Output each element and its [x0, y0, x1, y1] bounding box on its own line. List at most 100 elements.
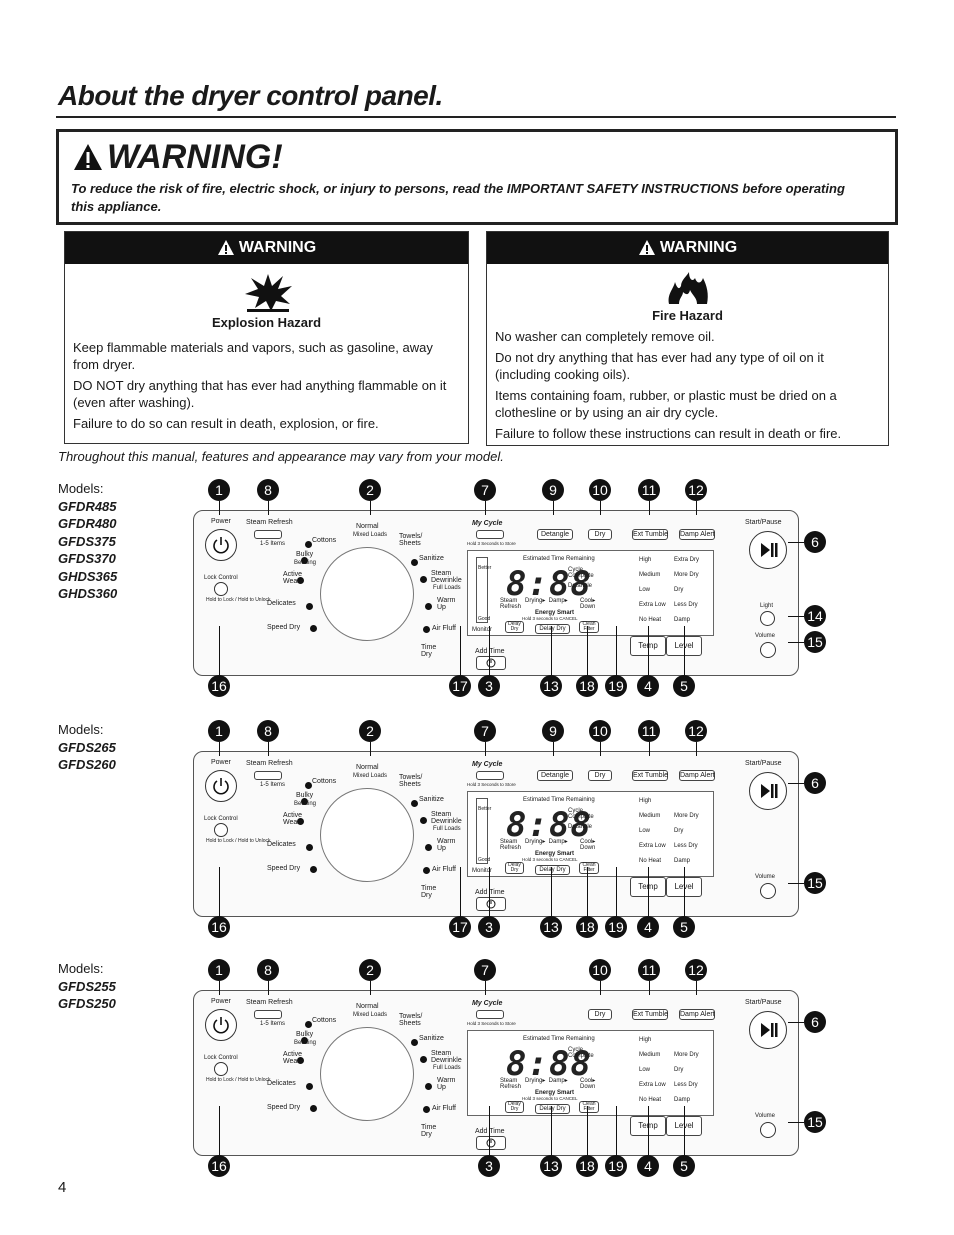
callout-number: 2	[359, 479, 381, 501]
lock-hold-text: Hold to Lock / Hold to Unlock	[206, 597, 271, 603]
lock-control-button[interactable]	[214, 582, 228, 596]
steam-items-label: 1-5 Items	[260, 541, 286, 547]
leader-line	[219, 867, 220, 916]
leader-line	[551, 867, 552, 916]
active-wear-label: Active Wear	[283, 812, 303, 826]
cycle-dot	[301, 798, 308, 805]
add-time-button[interactable]	[476, 656, 506, 670]
callout-number: 1	[208, 959, 230, 981]
cycle-dot	[305, 1021, 312, 1028]
towels-label: Towels/ Sheets	[399, 1013, 423, 1027]
delay-dry-small-button[interactable]: Delay Dry	[505, 1101, 524, 1113]
power-button[interactable]	[205, 529, 237, 561]
steam-refresh-indicator: Steam Refresh	[500, 839, 522, 851]
warning-triangle-icon	[638, 240, 655, 255]
leader-line	[219, 501, 220, 515]
mixed-loads-label: Mixed Loads	[353, 532, 388, 538]
volume-button[interactable]	[760, 642, 776, 658]
detangle-indicator: Detangle	[568, 824, 593, 830]
my-cycle-button[interactable]	[476, 530, 504, 539]
light-button[interactable]	[760, 611, 775, 626]
callout-number: 5	[673, 1155, 695, 1177]
level-button[interactable]: Level	[666, 1116, 702, 1136]
level-button[interactable]: Level	[666, 636, 702, 656]
main-warning-box: WARNING! To reduce the risk of fire, ele…	[56, 129, 898, 225]
power-button[interactable]	[205, 770, 237, 802]
start-pause-button[interactable]	[749, 772, 787, 810]
callout-number: 8	[257, 479, 279, 501]
energy-smart-label: Energy Smart	[535, 851, 575, 857]
callout-number: 18	[576, 916, 598, 938]
light-label: Light	[760, 603, 774, 609]
fire-warning-text: No washer can completely remove oil. Do …	[495, 328, 880, 446]
temp-button[interactable]: Temp	[630, 1116, 666, 1136]
cycle-dot	[306, 844, 313, 851]
callout-number: 18	[576, 675, 598, 697]
dryness-monitor-bar	[476, 798, 488, 864]
cycle-knob[interactable]	[320, 788, 414, 882]
leader-line	[788, 783, 804, 784]
leader-line	[788, 616, 804, 617]
warning-triangle-icon	[74, 144, 102, 170]
lock-control-label: Lock Control	[204, 575, 238, 581]
lock-hold-text: Hold to Lock / Hold to Unlock	[206, 1077, 271, 1083]
cycle-dot	[425, 1083, 432, 1090]
leader-line	[370, 742, 371, 756]
play-pause-icon	[761, 784, 778, 798]
clean-filter-indicator: Clean Filter	[579, 621, 599, 633]
cycle-dot	[297, 1057, 304, 1064]
callout-number: 13	[540, 675, 562, 697]
temp-button[interactable]: Temp	[630, 636, 666, 656]
lock-hold-text: Hold to Lock / Hold to Unlock	[206, 838, 271, 844]
volume-button[interactable]	[760, 883, 776, 899]
leader-line	[460, 867, 461, 916]
leader-line	[553, 742, 554, 756]
delay-dry-button[interactable]: Delay Dry	[535, 865, 570, 875]
time-dry-label: Time Dry	[421, 1124, 437, 1138]
delay-dry-small-button[interactable]: Delay Dry	[505, 621, 524, 633]
steam-items-label: 1-5 Items	[260, 782, 286, 788]
steam-refresh-button[interactable]	[254, 771, 282, 780]
callout-number: 4	[637, 675, 659, 697]
delay-dry-button[interactable]: Delay Dry	[535, 624, 570, 634]
cycle-knob[interactable]	[320, 1027, 414, 1121]
leader-line	[219, 1106, 220, 1155]
callout-number: 15	[804, 1111, 826, 1133]
callout-number: 10	[589, 720, 611, 742]
volume-button[interactable]	[760, 1122, 776, 1138]
power-button[interactable]	[205, 1009, 237, 1041]
add-time-button[interactable]	[476, 1136, 506, 1150]
start-pause-button[interactable]	[749, 1011, 787, 1049]
detangle-button: Detangle	[537, 529, 573, 540]
lock-control-button[interactable]	[214, 823, 228, 837]
energy-smart-label: Energy Smart	[535, 1090, 575, 1096]
steam-refresh-button[interactable]	[254, 1010, 282, 1019]
temp-button[interactable]: Temp	[630, 877, 666, 897]
cycle-dot	[306, 603, 313, 610]
lock-control-button[interactable]	[214, 1062, 228, 1076]
ext-tumble-button: Ext Tumble	[632, 529, 669, 540]
cycle-knob[interactable]	[320, 547, 414, 641]
digits-readout: 8:88	[506, 805, 592, 845]
leader-line	[485, 981, 486, 995]
my-cycle-button[interactable]	[476, 1010, 504, 1019]
start-pause-button[interactable]	[749, 531, 787, 569]
level-option: More Dry	[674, 1052, 699, 1058]
steam-refresh-button[interactable]	[254, 530, 282, 539]
leader-line	[485, 501, 486, 515]
edry-button: Dry	[588, 529, 612, 540]
explosion-paragraph: Failure to do so can result in death, ex…	[73, 416, 379, 431]
add-time-button[interactable]	[476, 897, 506, 911]
steam-refresh-indicator: Steam Refresh	[500, 1078, 522, 1090]
temp-option: Medium	[639, 1052, 661, 1058]
full-loads-label: Full Loads	[433, 585, 461, 591]
delay-dry-small-button[interactable]: Delay Dry	[505, 862, 524, 874]
level-button[interactable]: Level	[666, 877, 702, 897]
delicates-label: Delicates	[267, 841, 296, 848]
my-cycle-button[interactable]	[476, 771, 504, 780]
callout-number: 12	[685, 720, 707, 742]
delay-dry-button[interactable]: Delay Dry	[535, 1104, 570, 1114]
explosion-paragraph: DO NOT dry anything that has ever had an…	[73, 378, 447, 410]
